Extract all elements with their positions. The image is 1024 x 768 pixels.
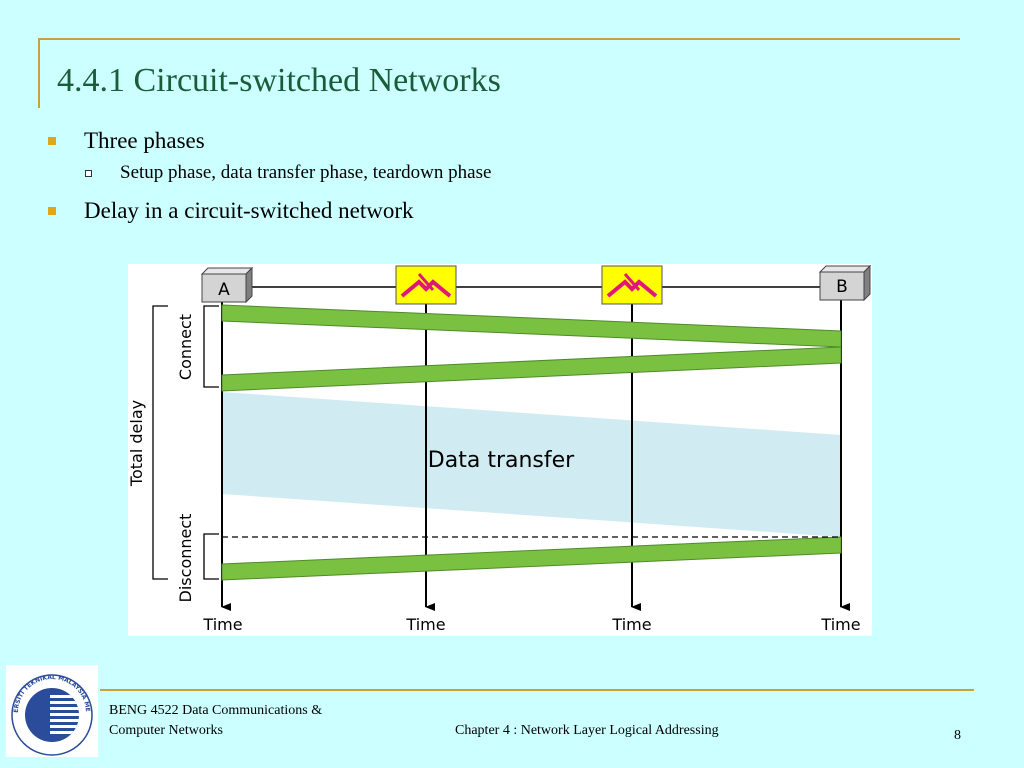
square-bullet-icon bbox=[48, 137, 56, 145]
data-transfer-area bbox=[222, 392, 841, 537]
university-logo: UNIVERSITI TEKNIKAL MALAYSIA MELAKA bbox=[3, 660, 98, 757]
title-frame-left-rule bbox=[38, 38, 40, 108]
title-frame-top-rule bbox=[38, 38, 960, 40]
time-label-b: Time bbox=[820, 615, 860, 634]
time-label-a: Time bbox=[202, 615, 242, 634]
station-b-label: B bbox=[836, 277, 848, 297]
chapter-title: Chapter 4 : Network Layer Logical Addres… bbox=[455, 723, 719, 738]
switch-2-icon bbox=[601, 265, 663, 305]
data-transfer-label: Data transfer bbox=[428, 448, 575, 473]
station-a-box: A bbox=[200, 266, 254, 304]
circuit-delay-diagram: A B Connect Disconnect Total delay bbox=[128, 264, 872, 636]
connect-bracket bbox=[203, 305, 219, 388]
station-b-box: B bbox=[818, 264, 872, 302]
bullet-item: Delay in a circuit-switched network bbox=[48, 196, 984, 226]
bullet-text: Three phases bbox=[84, 128, 205, 153]
disconnect-label: Disconnect bbox=[176, 514, 195, 603]
footer-rule bbox=[100, 689, 974, 691]
connect-request-band bbox=[221, 304, 842, 348]
disconnect-band bbox=[221, 536, 842, 581]
sub-bullet-text: Setup phase, data transfer phase, teardo… bbox=[120, 162, 492, 183]
switch-1-icon bbox=[395, 265, 457, 305]
square-bullet-icon bbox=[48, 207, 56, 215]
course-line-2: Computer Networks bbox=[109, 723, 223, 738]
sub-bullet-item: Setup phase, data transfer phase, teardo… bbox=[48, 160, 984, 186]
connect-reply-band bbox=[221, 346, 842, 392]
bullet-item: Three phases bbox=[48, 126, 984, 156]
total-delay-label: Total delay bbox=[128, 400, 146, 487]
course-line-1: BENG 4522 Data Communications & bbox=[109, 703, 323, 718]
hollow-square-bullet-icon bbox=[85, 170, 92, 177]
disconnect-bracket bbox=[203, 533, 219, 580]
page-number: 8 bbox=[954, 728, 961, 743]
course-name: BENG 4522 Data Communications & Computer… bbox=[109, 701, 322, 741]
connect-label: Connect bbox=[176, 314, 195, 380]
station-a-label: A bbox=[218, 280, 230, 300]
time-label-switch-2: Time bbox=[611, 615, 651, 634]
bullet-text: Delay in a circuit-switched network bbox=[84, 198, 414, 223]
total-delay-bracket bbox=[152, 305, 168, 580]
time-label-switch-1: Time bbox=[405, 615, 445, 634]
bullet-list: Three phases Setup phase, data transfer … bbox=[48, 126, 984, 230]
slide-title: 4.4.1 Circuit-switched Networks bbox=[57, 62, 501, 99]
